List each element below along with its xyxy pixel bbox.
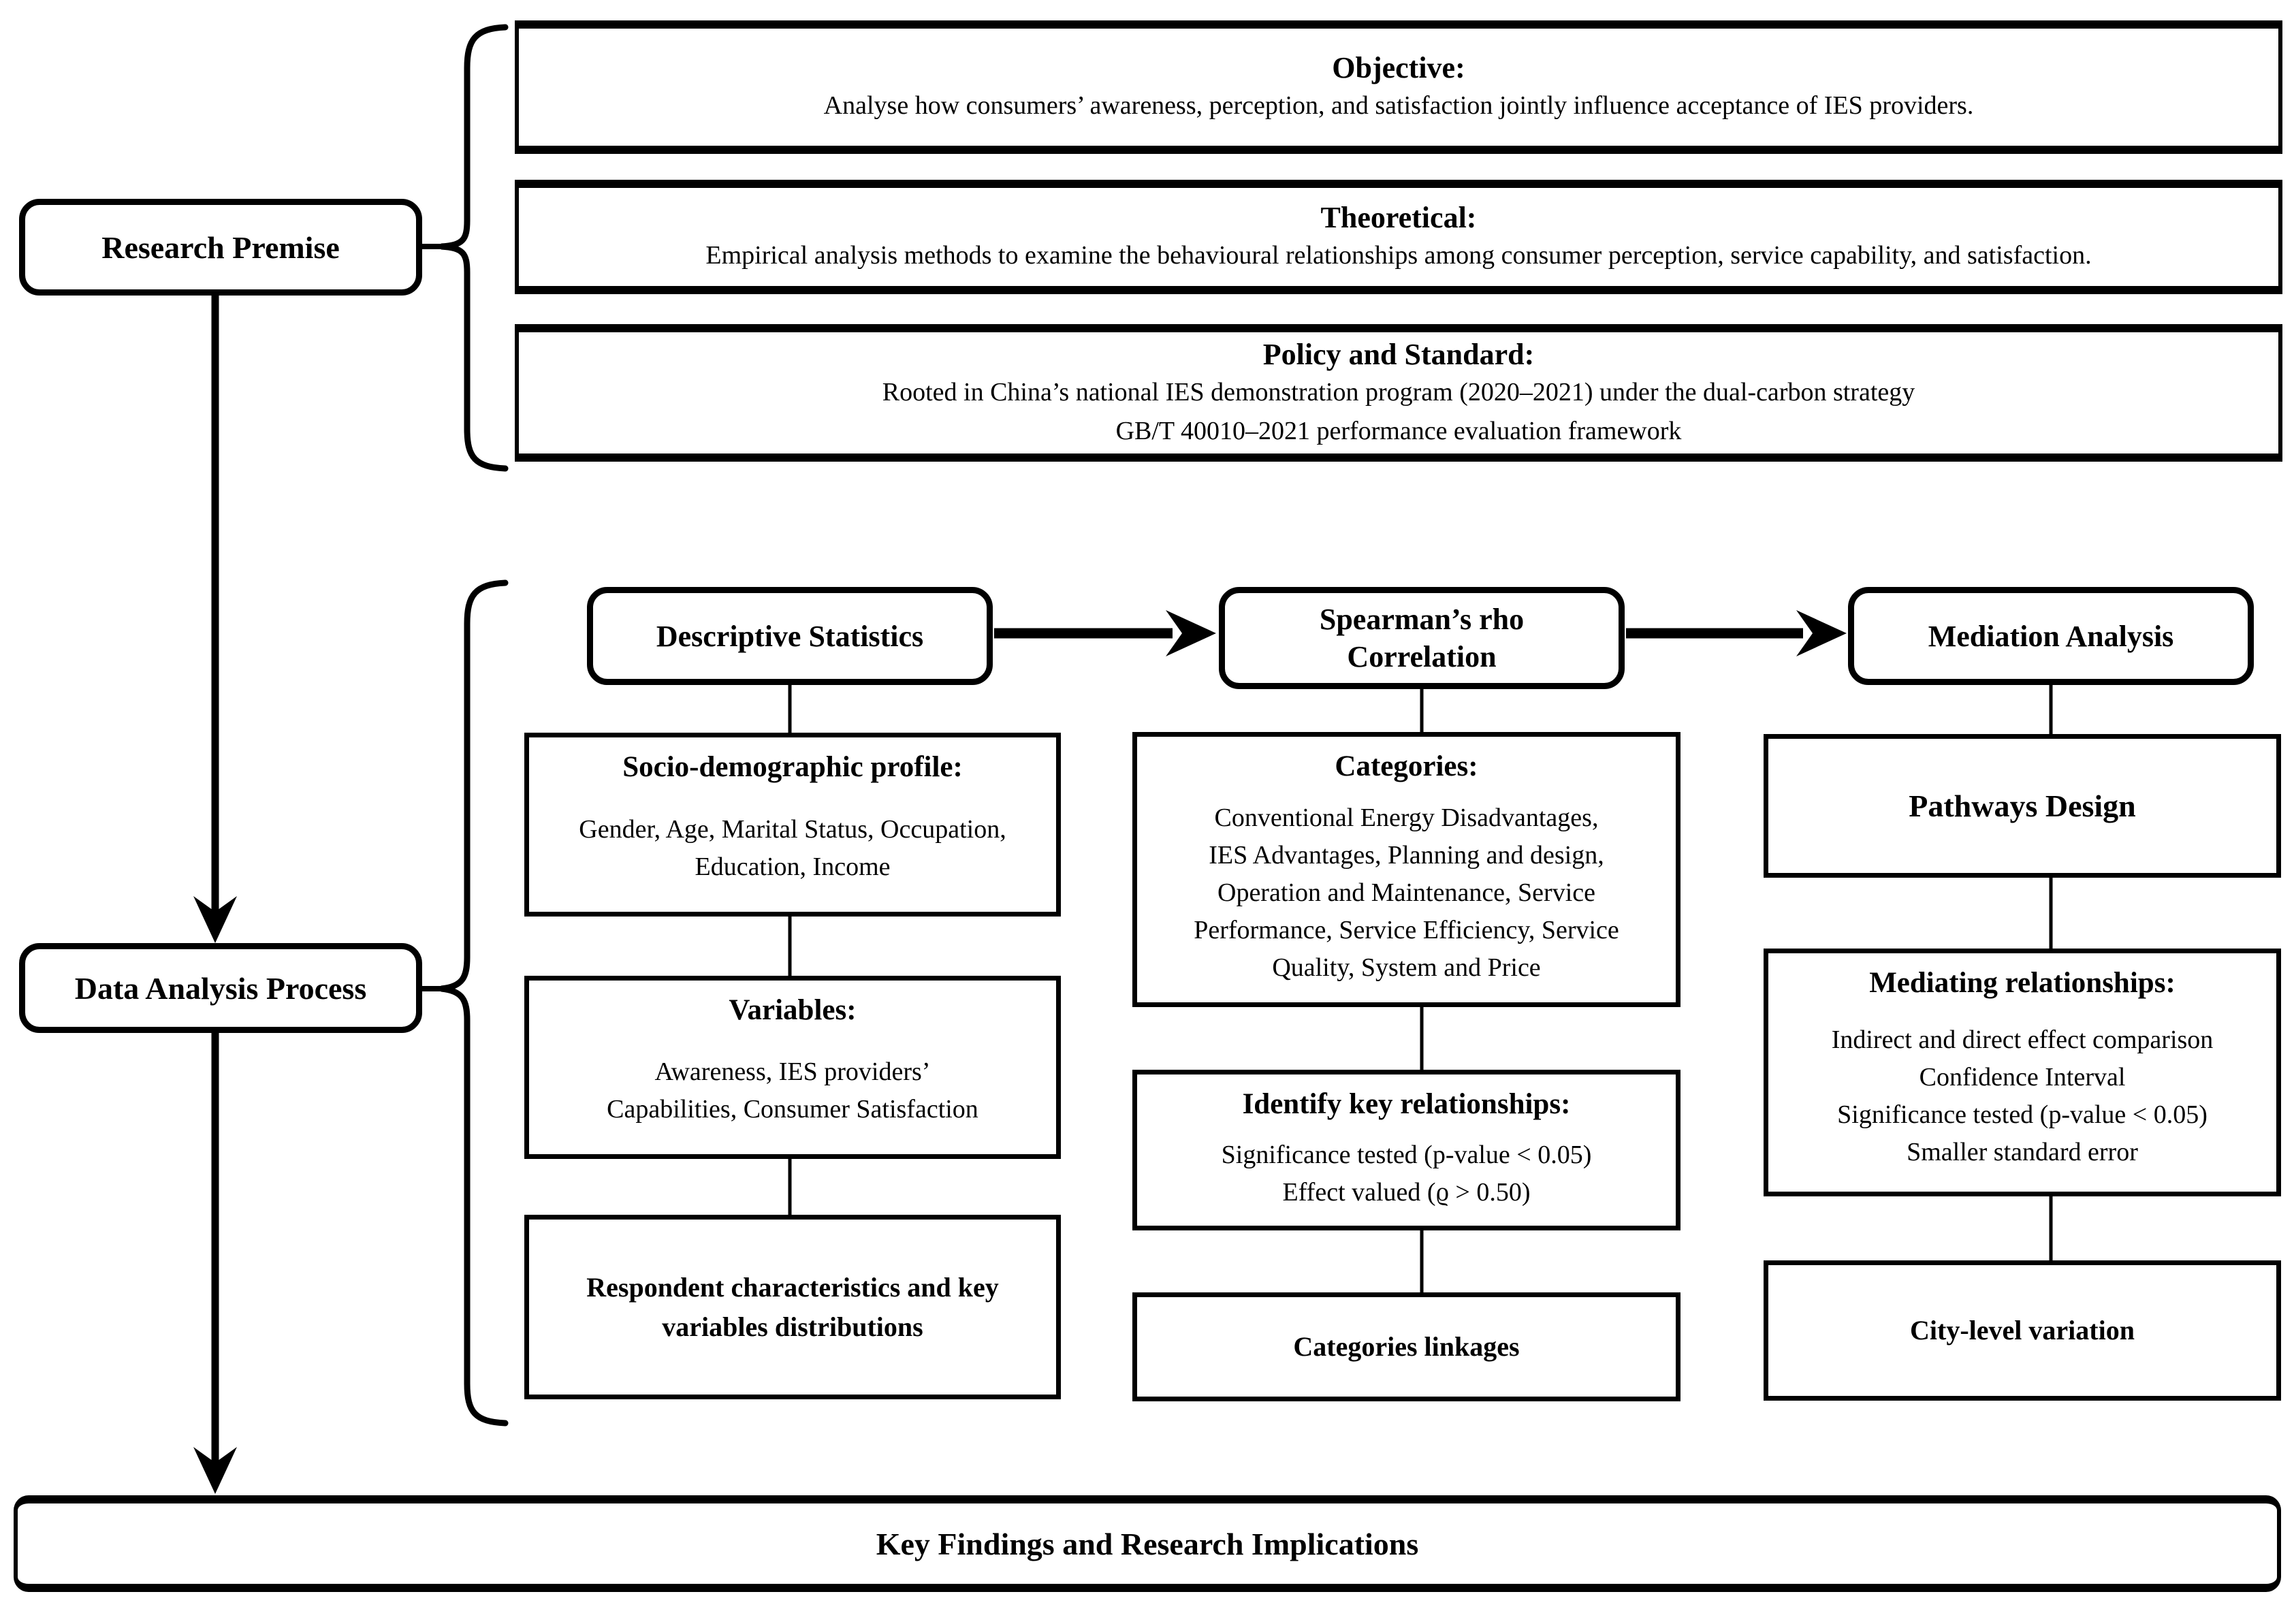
identify-key-relationships-box: Identify key relationships: Significance…: [1132, 1070, 1680, 1230]
policy-standard-title: Policy and Standard:: [1262, 337, 1535, 371]
descriptive-statistics-header: Descriptive Statistics: [587, 587, 993, 685]
arrow-spearman-to-mediation-head: [1796, 610, 1847, 656]
research-premise-label: Research Premise: [101, 229, 340, 265]
analysis-brace: [441, 579, 509, 1427]
spearman-correlation-label: Spearman’s rho Correlation: [1319, 603, 1525, 673]
categories-linkages-label: Categories linkages: [1293, 1331, 1520, 1362]
arrow-premise-to-analysis-head: [193, 896, 237, 943]
objective-box: Objective: Analyse how consumers’ awaren…: [515, 20, 2282, 154]
descriptive-statistics-label: Descriptive Statistics: [656, 619, 924, 653]
city-level-variation-label: City-level variation: [1910, 1315, 2135, 1346]
theoretical-box: Theoretical: Empirical analysis methods …: [515, 180, 2282, 294]
arrow-descriptive-to-spearman-head: [1166, 610, 1216, 656]
policy-standard-body: Rooted in China’s national IES demonstra…: [882, 377, 1915, 445]
key-findings-label: Key Findings and Research Implications: [876, 1526, 1419, 1561]
categories-body: Conventional Energy Disadvantages, IES A…: [1194, 803, 1619, 983]
data-analysis-process-box: Data Analysis Process: [19, 943, 422, 1033]
spearman-correlation-header: Spearman’s rho Correlation: [1219, 587, 1625, 689]
mediation-analysis-label: Mediation Analysis: [1928, 619, 2174, 653]
identify-key-relationships-body: Significance tested (p-value < 0.05) Eff…: [1221, 1140, 1592, 1207]
objective-body: Analyse how consumers’ awareness, percep…: [823, 91, 1974, 120]
mediation-analysis-header: Mediation Analysis: [1848, 587, 2254, 685]
theoretical-title: Theoretical:: [1320, 201, 1477, 234]
socio-demographic-title: Socio-demographic profile:: [622, 751, 963, 783]
respondent-characteristics-box: Respondent characteristics and key varia…: [524, 1215, 1061, 1399]
theoretical-body: Empirical analysis methods to examine th…: [705, 241, 2092, 270]
categories-linkages-box: Categories linkages: [1132, 1292, 1680, 1401]
socio-demographic-box: Socio-demographic profile: Gender, Age, …: [524, 733, 1061, 917]
variables-title: Variables:: [729, 994, 857, 1026]
research-premise-box: Research Premise: [19, 199, 422, 296]
identify-key-relationships-title: Identify key relationships:: [1242, 1088, 1571, 1120]
objective-title: Objective:: [1332, 51, 1465, 84]
variables-body: Awareness, IES providers’ Capabilities, …: [607, 1057, 978, 1124]
pathways-design-box: Pathways Design: [1764, 734, 2281, 878]
city-level-variation-box: City-level variation: [1764, 1260, 2281, 1401]
categories-title: Categories:: [1335, 750, 1478, 782]
variables-box: Variables: Awareness, IES providers’ Cap…: [524, 976, 1061, 1159]
mediating-relationships-title: Mediating relationships:: [1869, 967, 2176, 999]
mediating-relationships-body: Indirect and direct effect comparison Co…: [1831, 1025, 2214, 1166]
policy-standard-box: Policy and Standard: Rooted in China’s n…: [515, 324, 2282, 462]
pathways-design-label: Pathways Design: [1909, 789, 2136, 823]
respondent-characteristics-label: Respondent characteristics and key varia…: [586, 1271, 999, 1342]
key-findings-box: Key Findings and Research Implications: [14, 1495, 2281, 1592]
data-analysis-process-label: Data Analysis Process: [74, 970, 367, 1006]
arrow-analysis-to-findings-head: [193, 1447, 237, 1494]
mediating-relationships-box: Mediating relationships: Indirect and di…: [1764, 949, 2281, 1196]
categories-box: Categories: Conventional Energy Disadvan…: [1132, 732, 1680, 1007]
socio-demographic-body: Gender, Age, Marital Status, Occupation,…: [579, 814, 1006, 881]
premise-brace: [441, 24, 509, 472]
